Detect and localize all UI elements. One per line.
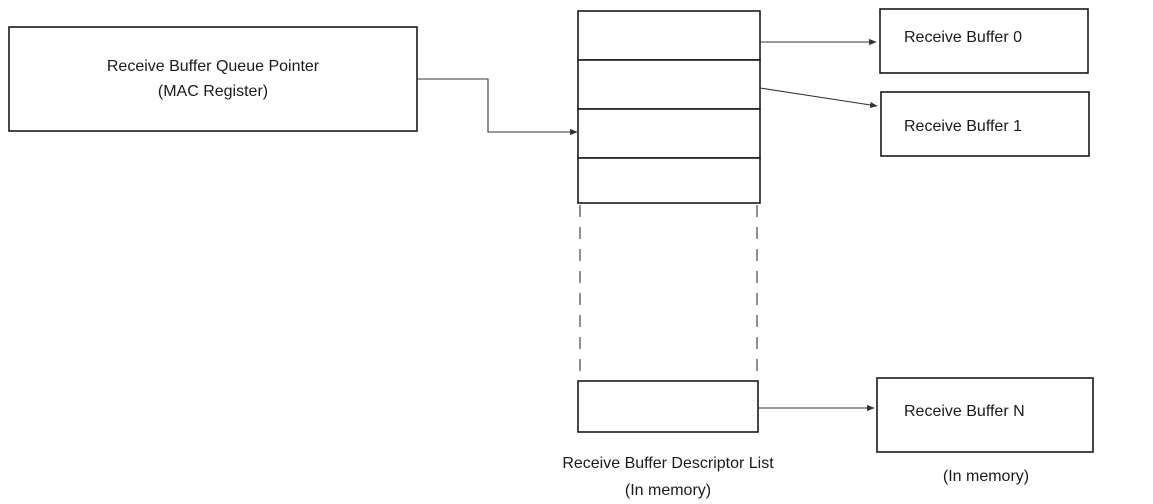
receive-buffer-n-box — [876, 377, 1094, 453]
descriptor-slot-0 — [577, 10, 761, 61]
pointer-to-descriptor-arrow — [417, 78, 578, 136]
descriptor-slot-last — [577, 380, 759, 433]
receive-buffer-0-node: Receive Buffer 0 — [879, 8, 1089, 74]
receive-buffer-0-label: Receive Buffer 0 — [904, 29, 1022, 46]
receive-buffer-n-node: Receive Buffer N — [876, 377, 1094, 453]
receive-buffer-1-node: Receive Buffer 1 — [880, 91, 1090, 157]
descriptor-slot-3 — [577, 157, 761, 204]
descriptor-list-label: Receive Buffer Descriptor List — [562, 455, 774, 472]
queue-pointer-subtitle: (MAC Register) — [158, 83, 268, 100]
descriptor-slot-2 — [577, 108, 761, 159]
descriptor-slot-1 — [577, 59, 761, 110]
descriptor-list-sublabel: (In memory) — [625, 482, 711, 499]
receive-buffer-0-box — [879, 8, 1089, 74]
receive-buffer-1-box — [880, 91, 1090, 157]
descriptor-list-stack — [577, 10, 761, 204]
queue-pointer-title: Receive Buffer Queue Pointer — [107, 58, 320, 75]
queue-pointer-box — [8, 26, 418, 132]
receive-buffer-n-label: Receive Buffer N — [904, 403, 1025, 420]
descriptor-to-buffer-1-arrow — [759, 87, 878, 108]
buffers-memory-label: (In memory) — [943, 468, 1029, 485]
receive-buffer-1-label: Receive Buffer 1 — [904, 118, 1022, 135]
queue-pointer-node: Receive Buffer Queue Pointer (MAC Regist… — [8, 26, 418, 132]
